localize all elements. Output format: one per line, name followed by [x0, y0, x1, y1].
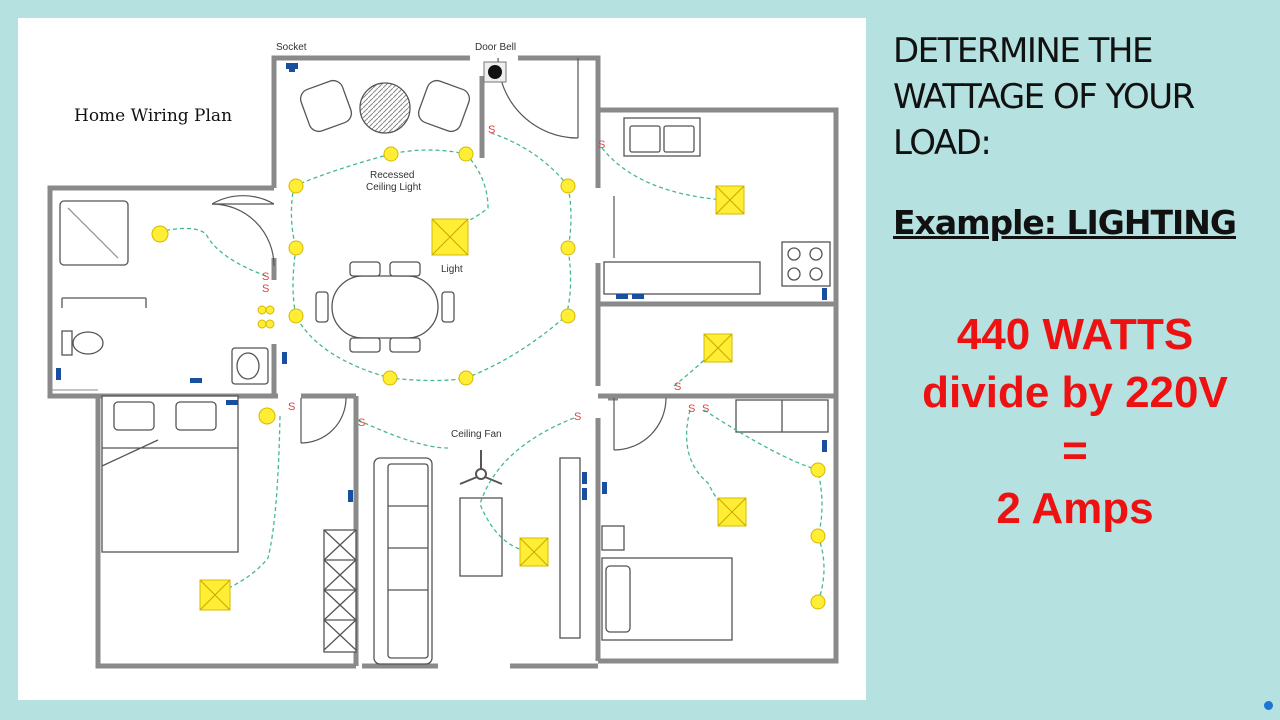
outlet-icon — [582, 488, 587, 500]
recessed-light — [151, 225, 169, 243]
outlet-icon — [822, 288, 827, 300]
switch-symbol: S — [488, 124, 495, 136]
ceiling-light-box — [717, 497, 747, 527]
switch-symbol: S — [598, 139, 605, 151]
outlet-icon — [226, 400, 238, 405]
switches: S S S S S S S S S S — [262, 124, 709, 429]
switch-symbol: S — [288, 401, 295, 413]
furniture — [59, 79, 831, 665]
heading-line: DETERMINE THE — [893, 31, 1153, 71]
slide-indicator-dot[interactable] — [1264, 701, 1273, 710]
switch-symbol: S — [262, 271, 269, 283]
recessed-light — [458, 146, 474, 162]
walls — [47, 55, 839, 669]
recessed-lights — [151, 146, 826, 610]
vanity-light — [265, 319, 275, 329]
equals-sign: = — [1062, 426, 1088, 475]
recessed-light — [288, 178, 304, 194]
vanity-light — [257, 319, 267, 329]
amps-result: 2 Amps — [996, 484, 1154, 533]
floor-plan-panel: Home Wiring Plan Socket Door Bell Recess… — [18, 18, 866, 700]
door-bell-label: Door Bell — [475, 42, 516, 53]
outlet-icon — [616, 294, 628, 299]
switch-symbol: S — [358, 417, 365, 429]
outlet-icon — [602, 482, 607, 494]
outlets — [56, 288, 827, 502]
calculation-block: 440 WATTS divide by 220V = 2 Amps — [870, 306, 1280, 538]
door-bell-icon — [488, 65, 502, 79]
ceiling-light-box — [715, 185, 745, 215]
vanity-light — [257, 305, 267, 315]
ceiling-fan-label: Ceiling Fan — [451, 429, 502, 440]
recessed-label-2: Ceiling Light — [366, 182, 421, 193]
switch-symbol: S — [674, 381, 681, 393]
heading-line: WATTAGE OF YOUR — [893, 77, 1195, 117]
example-prefix: Example: — [893, 203, 1067, 242]
example-value: LIGHTING — [1066, 203, 1237, 242]
switch-symbol: S — [262, 283, 269, 295]
recessed-light — [382, 370, 398, 386]
voltage-divisor: divide by 220V — [922, 368, 1228, 417]
light-label: Light — [441, 264, 463, 275]
recessed-light — [810, 528, 826, 544]
ceiling-light-box — [431, 218, 469, 256]
recessed-light — [458, 370, 474, 386]
slide-heading: DETERMINE THE WATTAGE OF YOUR LOAD: — [893, 28, 1273, 166]
heading-line: LOAD: — [893, 123, 992, 163]
ceiling-light-box — [199, 579, 231, 611]
switch-symbol: S — [574, 411, 581, 423]
recessed-light — [383, 146, 399, 162]
recessed-light — [560, 308, 576, 324]
outlet-icon — [822, 440, 827, 452]
outlet-icon — [632, 294, 644, 299]
plan-title: Home Wiring Plan — [74, 106, 232, 126]
recessed-light — [560, 178, 576, 194]
ceiling-light-box — [519, 537, 549, 567]
socket-label: Socket — [276, 42, 307, 53]
wiring — [157, 131, 825, 603]
switch-symbol: S — [702, 403, 709, 415]
recessed-light — [810, 462, 826, 478]
outlet-icon — [582, 472, 587, 484]
outlet-icon — [190, 378, 202, 383]
outlet-icon — [282, 352, 287, 364]
recessed-light — [288, 308, 304, 324]
outlet-icon — [348, 490, 353, 502]
wattage-value: 440 WATTS — [956, 310, 1194, 359]
example-label: Example: LIGHTING — [893, 203, 1237, 242]
recessed-light — [258, 407, 276, 425]
recessed-light — [288, 240, 304, 256]
recessed-label-1: Recessed — [370, 170, 414, 181]
socket-icon — [286, 63, 298, 72]
ceiling-lights — [199, 185, 747, 611]
recessed-light — [560, 240, 576, 256]
recessed-light — [810, 594, 826, 610]
ceiling-fan-icon — [459, 450, 503, 485]
ceiling-light-box — [703, 333, 733, 363]
vanity-light — [265, 305, 275, 315]
switch-symbol: S — [688, 403, 695, 415]
outlet-icon — [56, 368, 61, 380]
